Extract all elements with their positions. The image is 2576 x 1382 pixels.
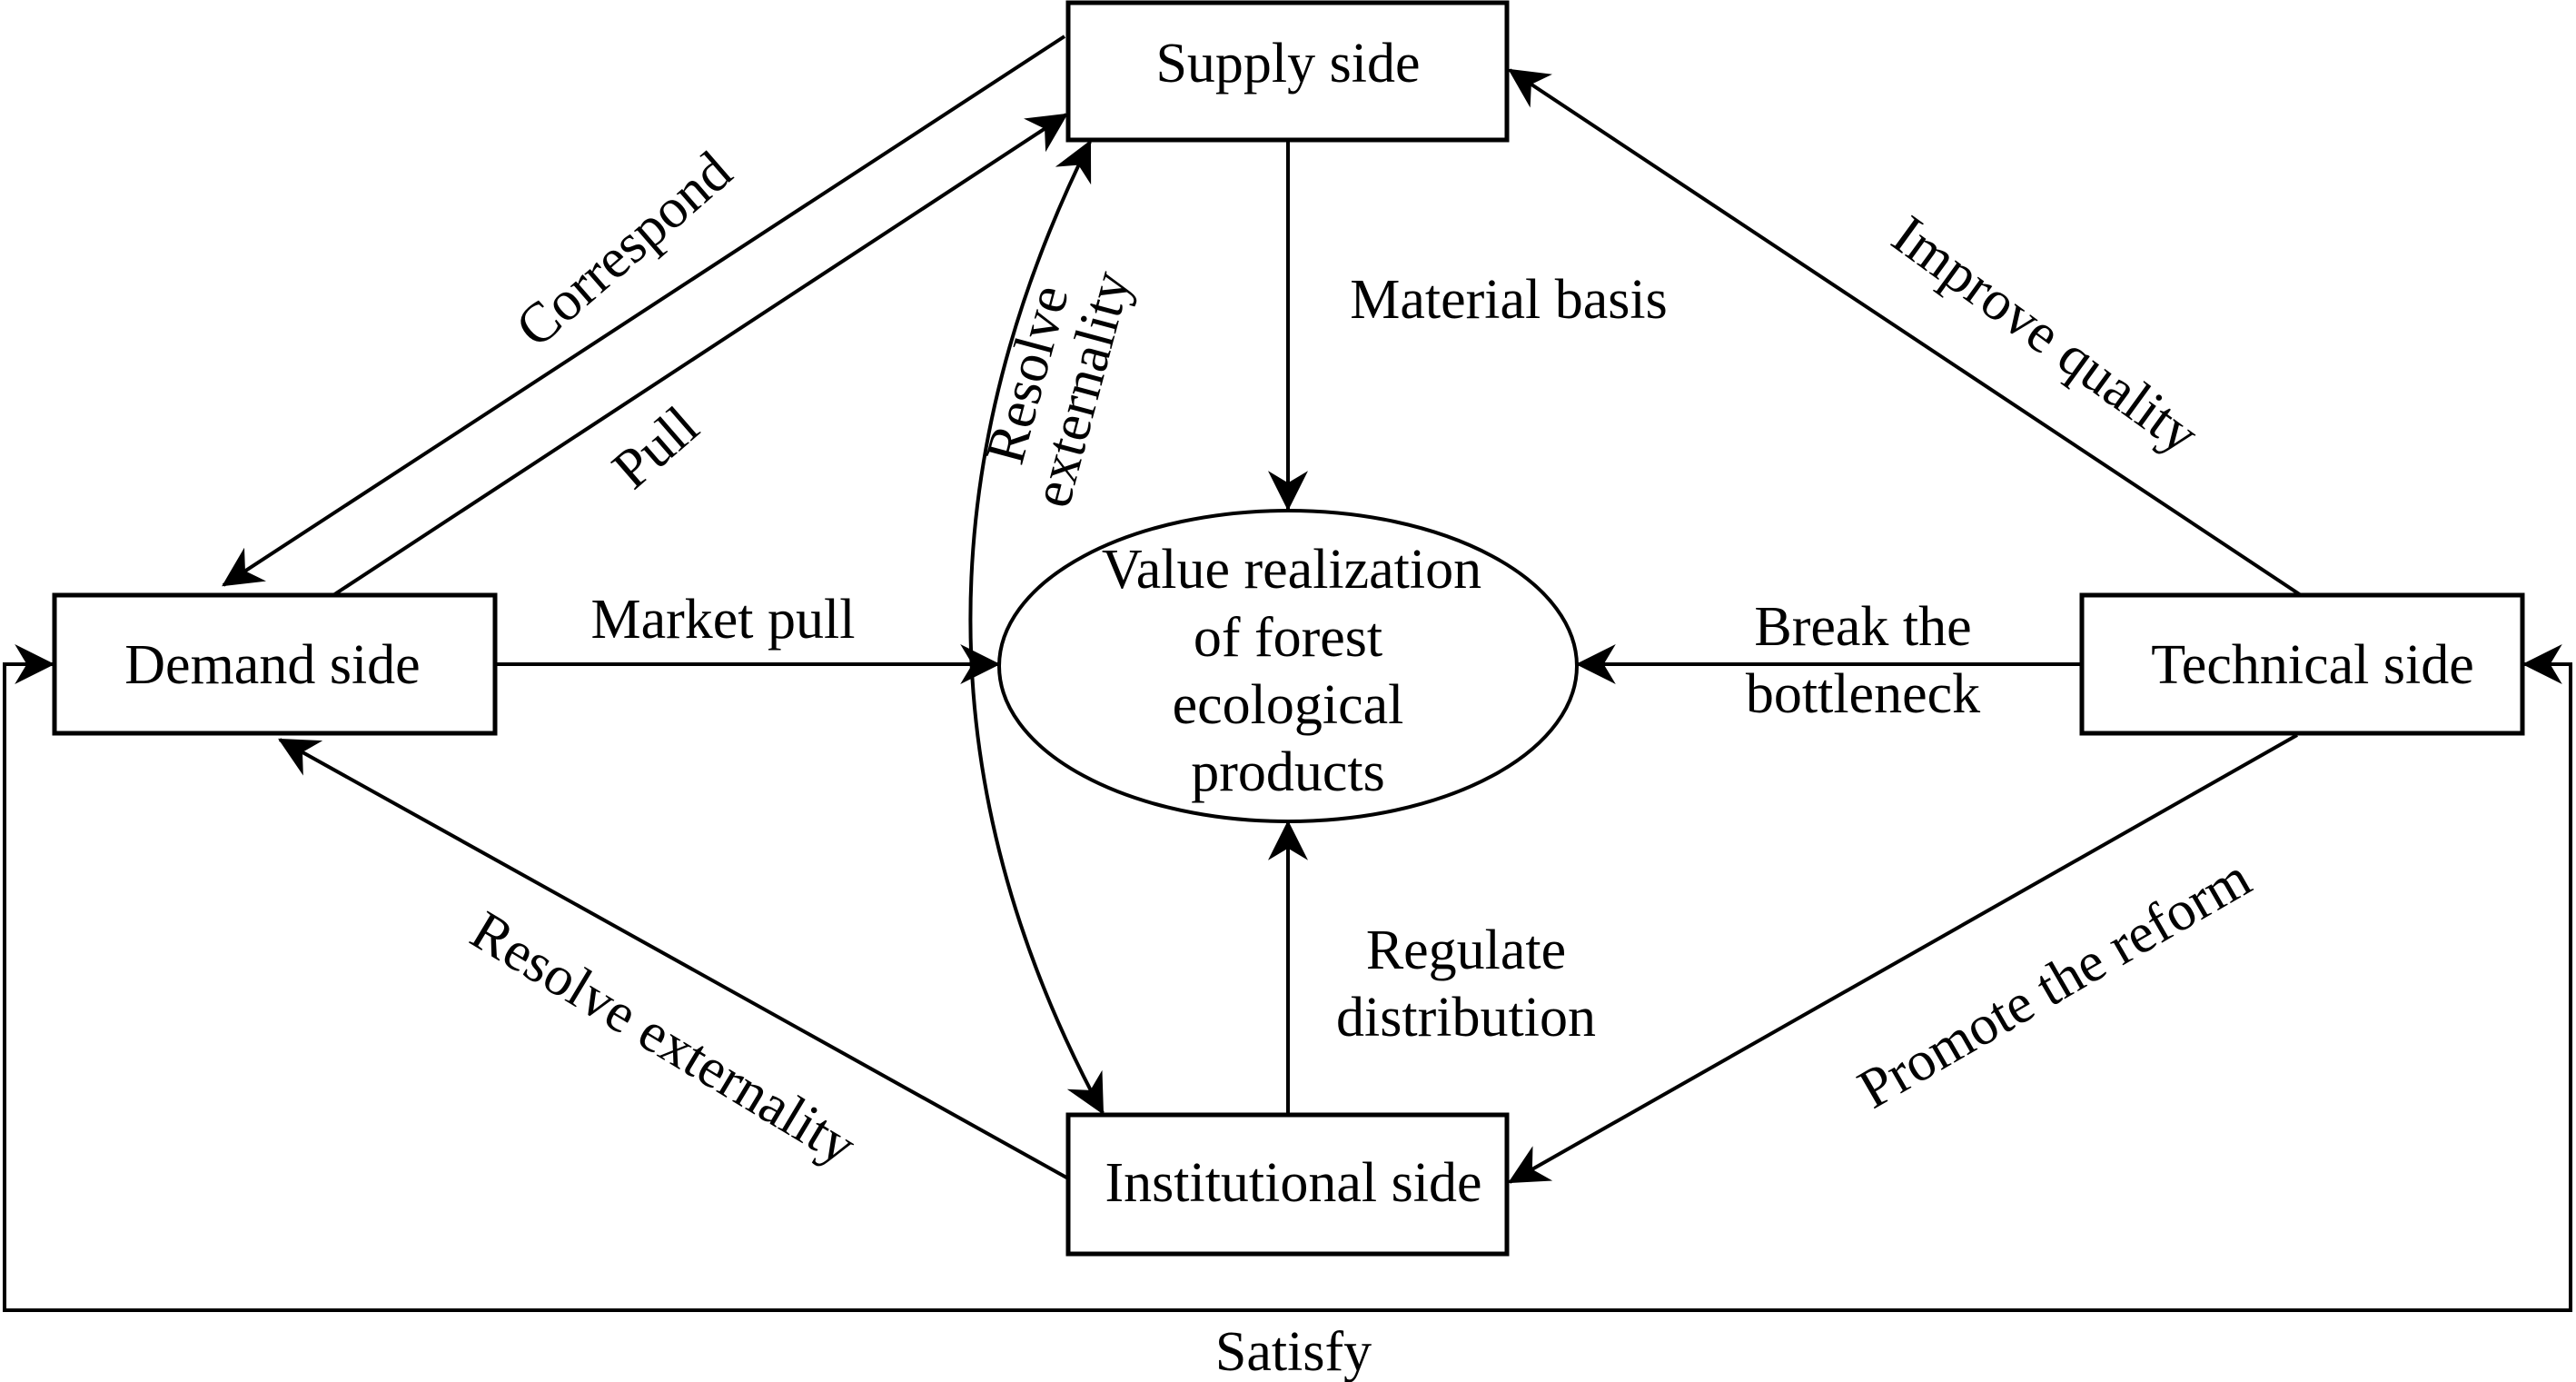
edge-promote-reform	[1508, 733, 2298, 1184]
edge-satisfy-loop-right	[1288, 644, 2572, 1312]
edge-resolve-externality-curve	[968, 140, 1105, 1115]
node-institutional-label: Institutional side	[1105, 1152, 1481, 1214]
edge-resolve-externality	[278, 738, 1069, 1180]
label-regulate-line-1: Regulate	[1366, 920, 1566, 981]
edge-improve-quality	[1508, 68, 2303, 597]
edge-correspond	[222, 35, 1066, 587]
label-correspond: Correspond	[504, 140, 743, 359]
label-resolve-externality-curve: Resolve externality	[974, 264, 1143, 513]
edge-satisfy-loop-left	[3, 644, 1288, 1312]
node-technical-label: Technical side	[2151, 634, 2473, 696]
label-break-line-1: Break the	[1754, 596, 1971, 658]
node-supply-side: Supply side	[1065, 0, 1510, 143]
label-resolve-externality: Resolve externality	[461, 900, 867, 1178]
center-line-3: ecological	[1173, 674, 1404, 736]
label-break-line-2: bottleneck	[1746, 663, 1980, 725]
node-demand-side: Demand side	[52, 592, 498, 736]
edge-pull	[332, 113, 1068, 597]
node-value-realization: Value realization of forest ecological p…	[997, 509, 1579, 823]
label-promote-reform: Promote the reform	[1848, 847, 2261, 1121]
node-demand-label: Demand side	[124, 634, 420, 696]
center-line-2: of forest	[1194, 607, 1382, 669]
center-line-1: Value realization	[1102, 539, 1481, 601]
node-institutional-side: Institutional side	[1065, 1112, 1510, 1257]
center-line-4: products	[1191, 741, 1385, 803]
label-market-pull: Market pull	[591, 589, 856, 651]
label-regulate-line-2: distribution	[1336, 987, 1596, 1049]
label-satisfy: Satisfy	[1215, 1321, 1372, 1382]
label-material-basis: Material basis	[1350, 269, 1668, 331]
node-supply-label: Supply side	[1155, 33, 1420, 94]
node-technical-side: Technical side	[2079, 592, 2525, 736]
